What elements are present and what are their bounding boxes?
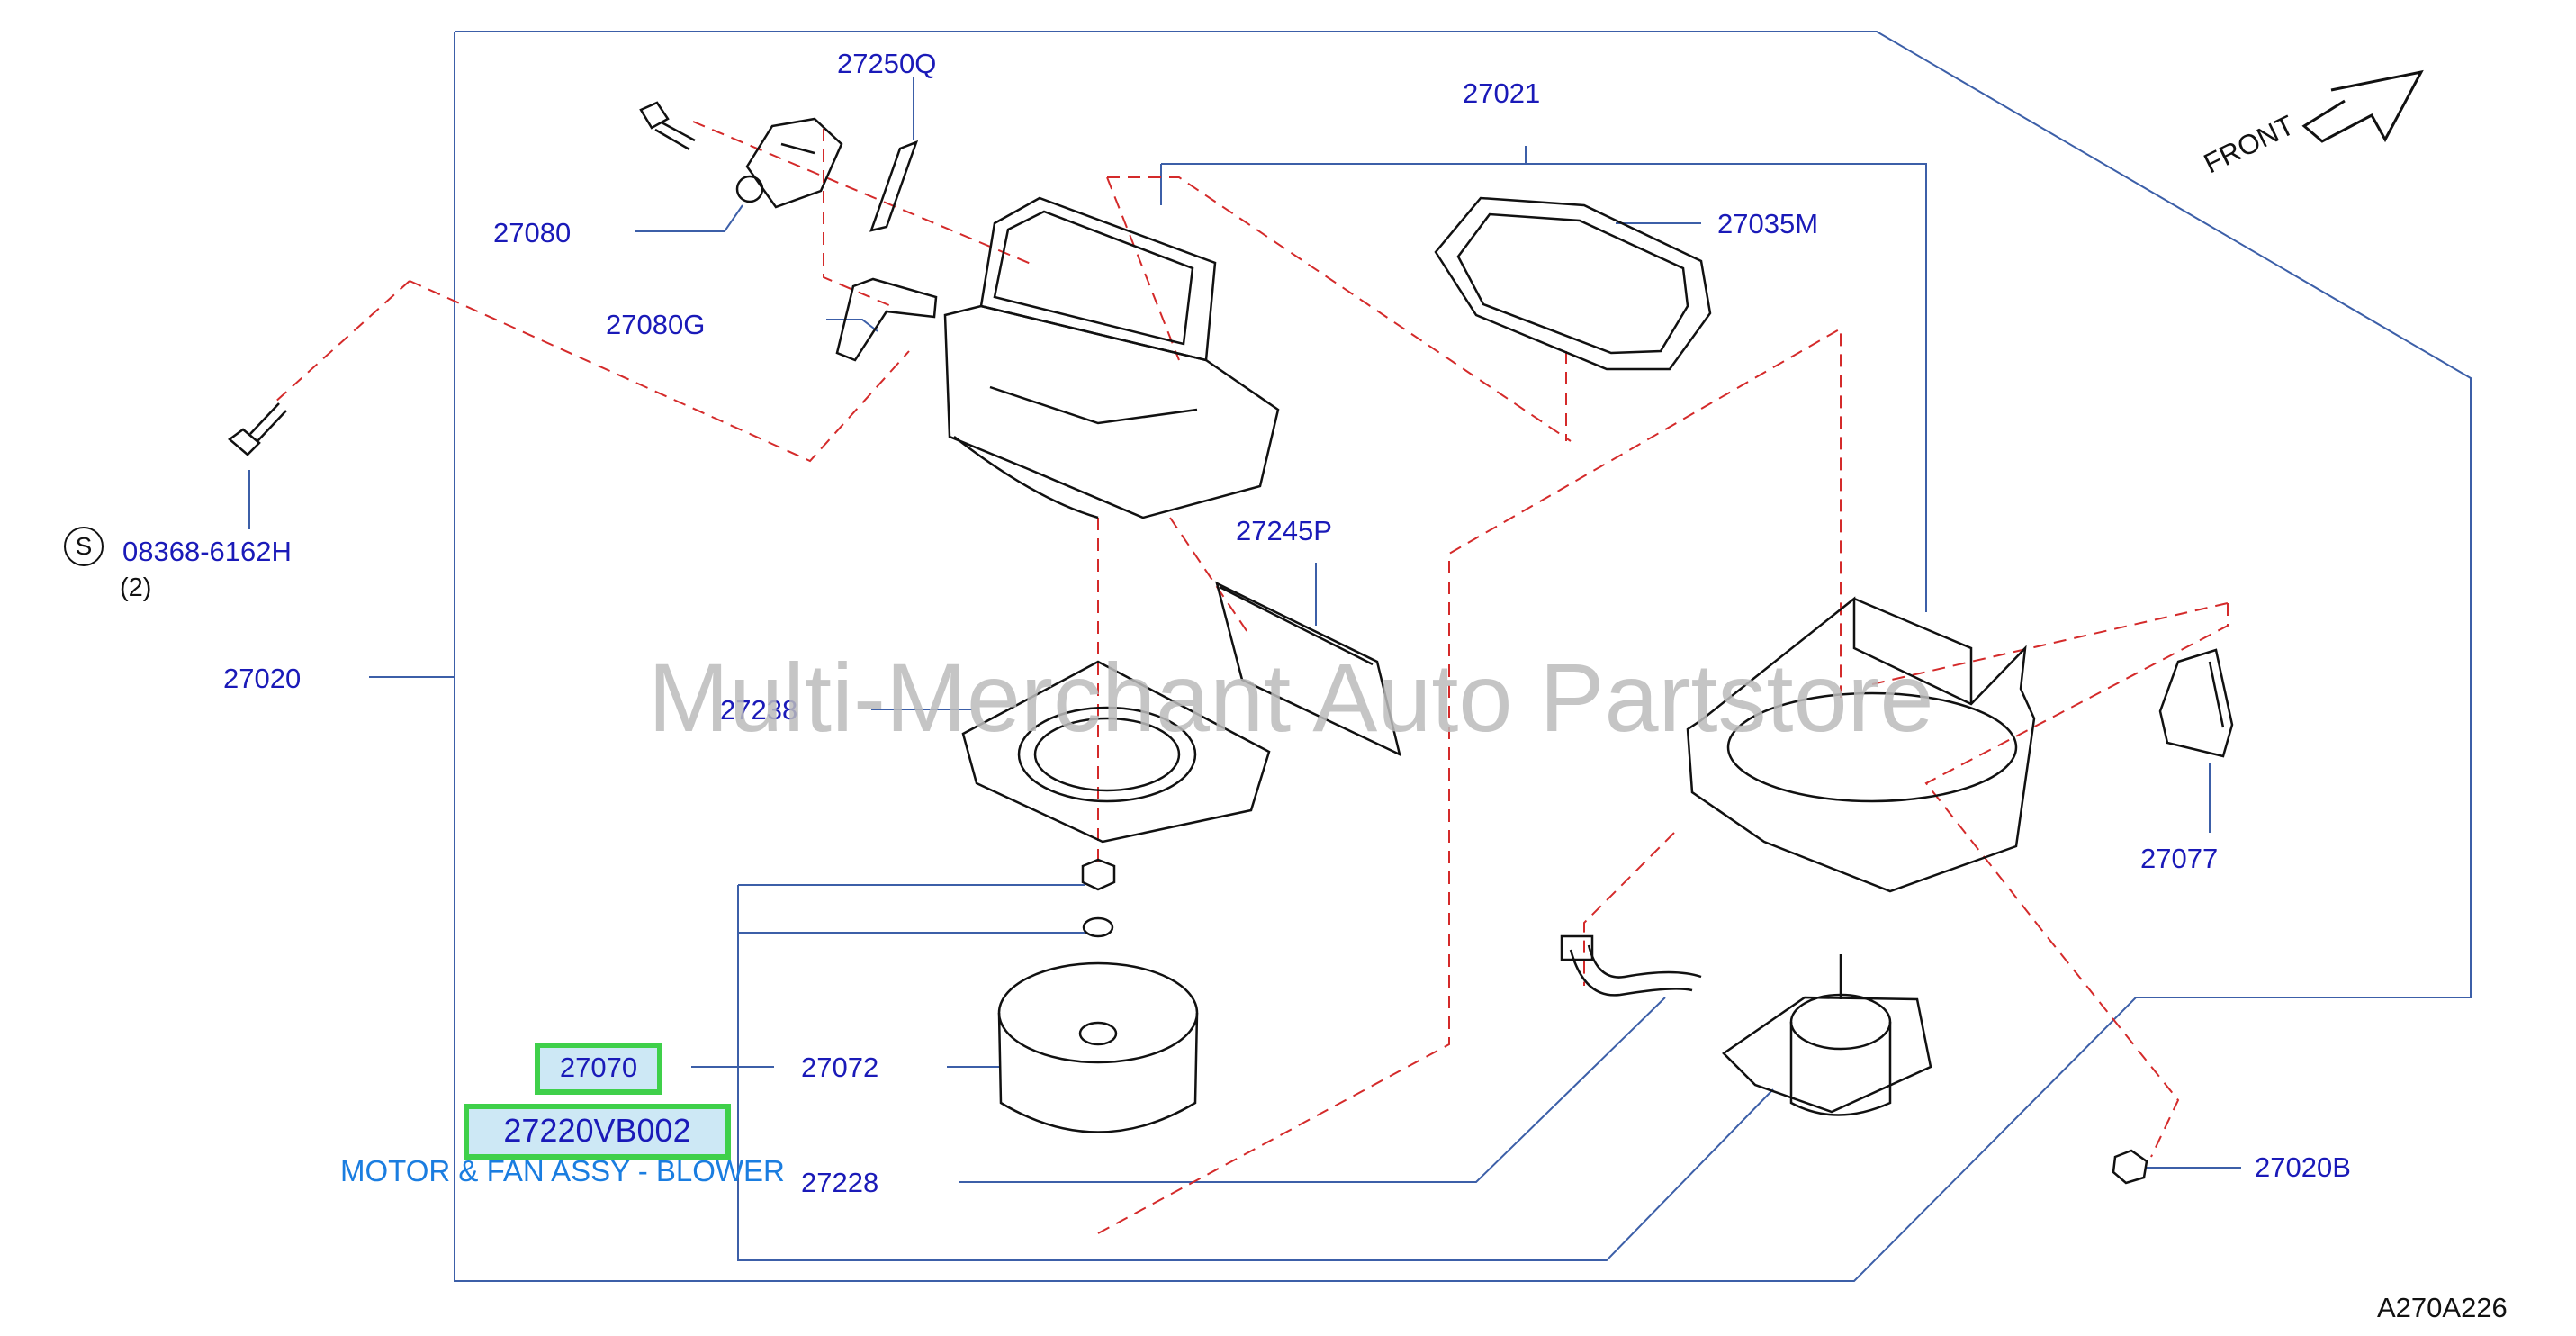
part-label-27245p[interactable]: 27245P <box>1236 515 1332 546</box>
gasket-icon <box>1434 196 1712 371</box>
part-label-27238[interactable]: 27238 <box>720 694 798 726</box>
part-label-27228[interactable]: 27228 <box>801 1167 879 1198</box>
part-label-27070-highlight[interactable]: 27070 <box>535 1043 662 1095</box>
part-label-27080g[interactable]: 27080G <box>606 309 706 340</box>
front-arrow-icon <box>2301 69 2424 143</box>
diagram-code: A270A226 <box>2377 1292 2508 1323</box>
lower-case-icon <box>1686 596 2036 893</box>
part-label-27020b[interactable]: 27020B <box>2255 1151 2351 1183</box>
blower-case-icon <box>943 196 1280 519</box>
part-description: MOTOR & FAN ASSY - BLOWER <box>340 1154 785 1187</box>
part-label-08368-6162h[interactable]: 08368-6162H <box>122 536 292 567</box>
side-nut-icon <box>2112 1149 2148 1185</box>
part-label-27220vb002-highlight[interactable]: 27220VB002 <box>464 1104 731 1160</box>
nut-icon <box>1081 858 1116 938</box>
fan-wheel-icon <box>997 961 1199 1133</box>
link-rod-icon <box>869 140 919 232</box>
bolt-icon <box>639 101 696 151</box>
actuator-icon <box>735 117 843 209</box>
part-label-27035m[interactable]: 27035M <box>1717 208 1819 239</box>
part-label-27021[interactable]: 27021 <box>1463 77 1541 109</box>
resistor-icon <box>2158 648 2234 758</box>
part-label-27220vb002: 27220VB002 <box>503 1112 691 1149</box>
part-label-27020[interactable]: 27020 <box>223 663 302 694</box>
part-label-27072[interactable]: 27072 <box>801 1052 879 1083</box>
blower-motor-icon <box>1722 954 1932 1116</box>
watermark: Multi-Merchant Auto Partstore <box>648 643 1934 752</box>
part-label-27070: 27070 <box>559 1052 638 1083</box>
part-label-27077[interactable]: 27077 <box>2140 843 2219 874</box>
service-symbol: S <box>64 527 104 566</box>
part-drawings <box>227 69 2424 1185</box>
part-label-27080[interactable]: 27080 <box>493 217 572 248</box>
quantity-note: (2) <box>120 573 152 602</box>
filter-icon <box>1215 581 1401 757</box>
assembly-outline <box>248 31 2472 1282</box>
bracket-icon <box>835 277 938 362</box>
wire-harness-icon <box>1560 934 1702 997</box>
seal-plate-icon <box>961 660 1271 844</box>
part-label-27250q[interactable]: 27250Q <box>837 48 937 79</box>
side-bolt-icon <box>227 402 287 456</box>
